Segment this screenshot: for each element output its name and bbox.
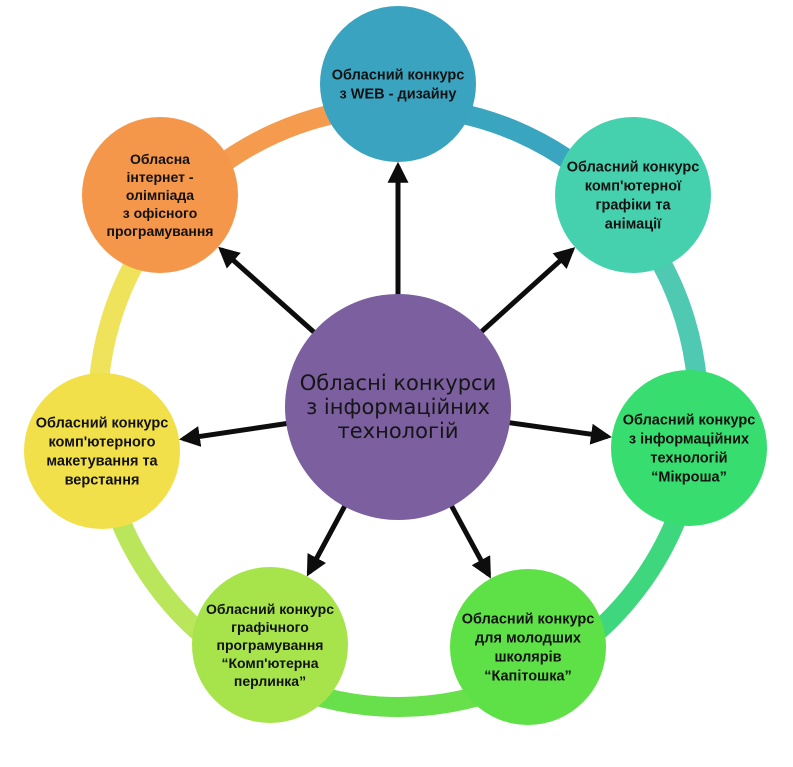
- node-label-line: “Комп'ютерна: [221, 655, 318, 671]
- arrow-to-olympiad: [218, 246, 319, 337]
- arrow-to-kapitoshka: [447, 501, 492, 579]
- node-circle: [192, 567, 348, 723]
- node-circle: [450, 569, 606, 725]
- node-label-line: з офісного: [123, 205, 198, 221]
- node-label-line: олімпіада: [126, 187, 194, 203]
- node-label: Обласний конкурс з WEB - дизайну: [332, 68, 465, 103]
- node-label: Обласний конкурс графічного програмування “…: [206, 601, 334, 689]
- node-label-line: комп'ютерної: [585, 179, 682, 195]
- node-circle: [320, 6, 476, 162]
- node-label: Обласний конкурс для молодших школярів “Кап…: [462, 612, 595, 685]
- node-mikrosha: Обласний конкурс з інформаційних технологі…: [611, 370, 767, 526]
- node-label-line: Обласна: [130, 151, 190, 167]
- node-label-line: Обласний конкурс: [36, 416, 169, 432]
- node-label-line: програмування: [107, 223, 214, 239]
- node-circle: [24, 373, 180, 529]
- node-circle: [555, 117, 711, 273]
- node-layout: Обласний конкурс комп'ютерного макетування…: [24, 373, 180, 529]
- node-label-line: графічного: [231, 619, 309, 635]
- center-title-line: Обласні конкурси: [300, 371, 496, 395]
- node-circle: [82, 117, 238, 273]
- node-label-line: для молодших: [475, 631, 581, 647]
- node-label-line: школярів: [494, 650, 561, 666]
- node-label-line: Обласний конкурс: [623, 413, 756, 429]
- node-label-line: графіки та: [595, 198, 671, 214]
- node-perlynka: Обласний конкурс графічного програмування “…: [192, 567, 348, 723]
- node-label: Обласний конкурс з інформаційних технологі…: [623, 413, 756, 486]
- node-web-design: Обласний конкурс з WEB - дизайну: [320, 6, 476, 162]
- node-label: Обласна інтернет - олімпіада з офісного прог…: [107, 151, 214, 239]
- node-label-line: програмування: [217, 637, 324, 653]
- node-label-line: Обласний конкурс: [567, 160, 700, 176]
- node-label-line: верстання: [65, 473, 140, 489]
- arrow-to-perlynka: [306, 501, 349, 577]
- node-label-line: “Капітошка”: [484, 669, 572, 685]
- node-olympiad: Обласна інтернет - олімпіада з офісного прог…: [82, 117, 238, 273]
- node-circle: [611, 370, 767, 526]
- node-label: Обласний конкурс комп'ютерного макетування…: [36, 416, 169, 489]
- node-label-line: з WEB - дизайну: [340, 87, 457, 103]
- node-label-line: Обласний конкурс: [332, 68, 465, 84]
- node-label: Обласний конкурс комп'ютерної графіки та ан…: [567, 160, 700, 233]
- node-label-line: комп'ютерного: [48, 435, 155, 451]
- center-circle: [285, 294, 511, 520]
- node-label-line: перлинка”: [234, 673, 306, 689]
- node-label-line: анімації: [605, 217, 662, 233]
- node-label-line: макетування та: [46, 454, 158, 470]
- arrow-to-computer-graphics: [477, 247, 576, 336]
- node-label-line: Обласний конкурс: [206, 601, 334, 617]
- arrow-to-layout: [178, 420, 291, 447]
- node-computer-graphics: Обласний конкурс комп'ютерної графіки та ан…: [555, 117, 711, 273]
- center-title-line: технологій: [338, 419, 459, 443]
- node-kapitoshka: Обласний конкурс для молодших школярів “Кап…: [450, 569, 606, 725]
- node-label-line: “Мікроша”: [651, 470, 727, 486]
- node-label-line: технологій: [650, 451, 727, 467]
- node-label-line: Обласний конкурс: [462, 612, 595, 628]
- arrows: [178, 161, 612, 579]
- arrow-to-mikrosha: [505, 419, 612, 445]
- node-label-line: інтернет -: [126, 169, 193, 185]
- center-title-line: з інформаційних: [306, 395, 490, 419]
- node-label-line: з інформаційних: [629, 432, 749, 448]
